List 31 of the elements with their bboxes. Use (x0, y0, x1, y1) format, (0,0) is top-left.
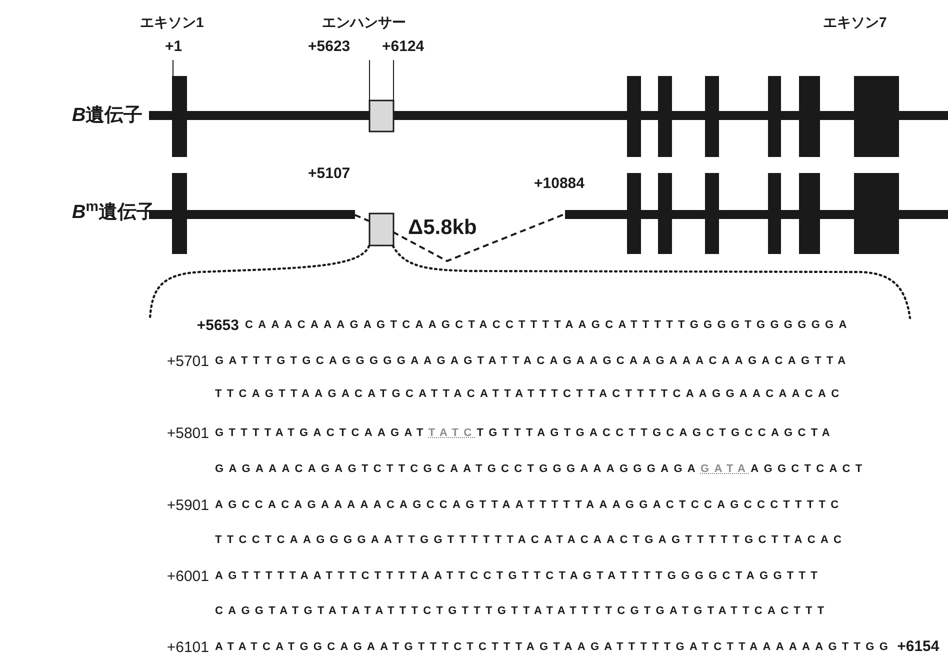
position-number: +6101 (166, 638, 209, 658)
dna-sequence: CAGGTATGTATATATTTCTGTTTGTTATATTTTCGTGATGTATTCACTTT (215, 604, 830, 619)
motif-sequence: TATC (428, 426, 477, 441)
dna-sequence: GAGAAACAGAGTCTTCGCAATGCCTGGGAAAGGGAGA (215, 462, 700, 477)
position-label: +5107 (308, 164, 350, 184)
dna-sequence: GATTTGTGCAGGGGGAAGAGTATTACAGAAGCAAGAAACAAGACAGTTA (215, 354, 851, 369)
position-number: +5901 (166, 496, 209, 516)
dna-sequence: TTCCTCAAGGGGAATTGGTTTTTTACATACAACTGAGTTTTTGCTTACAC (215, 533, 847, 548)
dna-sequence: AGGCTCACT (750, 462, 868, 477)
position-number: +5653 (196, 316, 239, 336)
deletion-label: Δ5.8kb (408, 215, 477, 241)
gene-label: B遺伝子 (72, 104, 143, 128)
position-number: +5701 (166, 352, 209, 372)
dna-sequence: TTCAGTTAAGACATGCATTACATTATTTCTTACTTTTCAAGGAACAACAC (215, 387, 844, 402)
motif-sequence: GATA (700, 462, 751, 477)
position-number: +5801 (166, 424, 209, 444)
dna-sequence: AGTTTTTAATTTCTTTTAATTCCTGTTCTAGTATTTTGGGGCTAGGTTT (215, 569, 823, 584)
dna-sequence: ATATCATGGCAGAATGTTTCTCTTTAGTAAGATTTTTGATCTTAAAAAAGTTGG (215, 640, 894, 655)
exon-label: エキソン7 (823, 13, 887, 32)
position-label: +5623 (308, 37, 350, 57)
dna-sequence: CAAACAAAGAGTCAAGCTACCTTTTAAGCATTTTTGGGGTGGGGGGA (245, 318, 852, 333)
dna-sequence: TGTTTAGTGACCTTGCAGCTGCCAGCTA (476, 426, 835, 441)
position-number: +6154 (897, 639, 940, 655)
position-number: +6001 (166, 567, 209, 587)
dna-sequence: GTTTTATGACTCAAGAT (215, 426, 428, 441)
position-label: +6124 (382, 37, 424, 57)
exon-label: エキソン1 (140, 13, 204, 32)
position-label: +10884 (534, 174, 584, 194)
enhancer-label: エンハンサー (322, 13, 406, 32)
position-label: +1 (165, 37, 182, 57)
dna-sequence: AGCCACAGAAAAACAGCCAGTTAATTTTTAAAGGACTCCAGCCCTTTTC (215, 498, 844, 513)
